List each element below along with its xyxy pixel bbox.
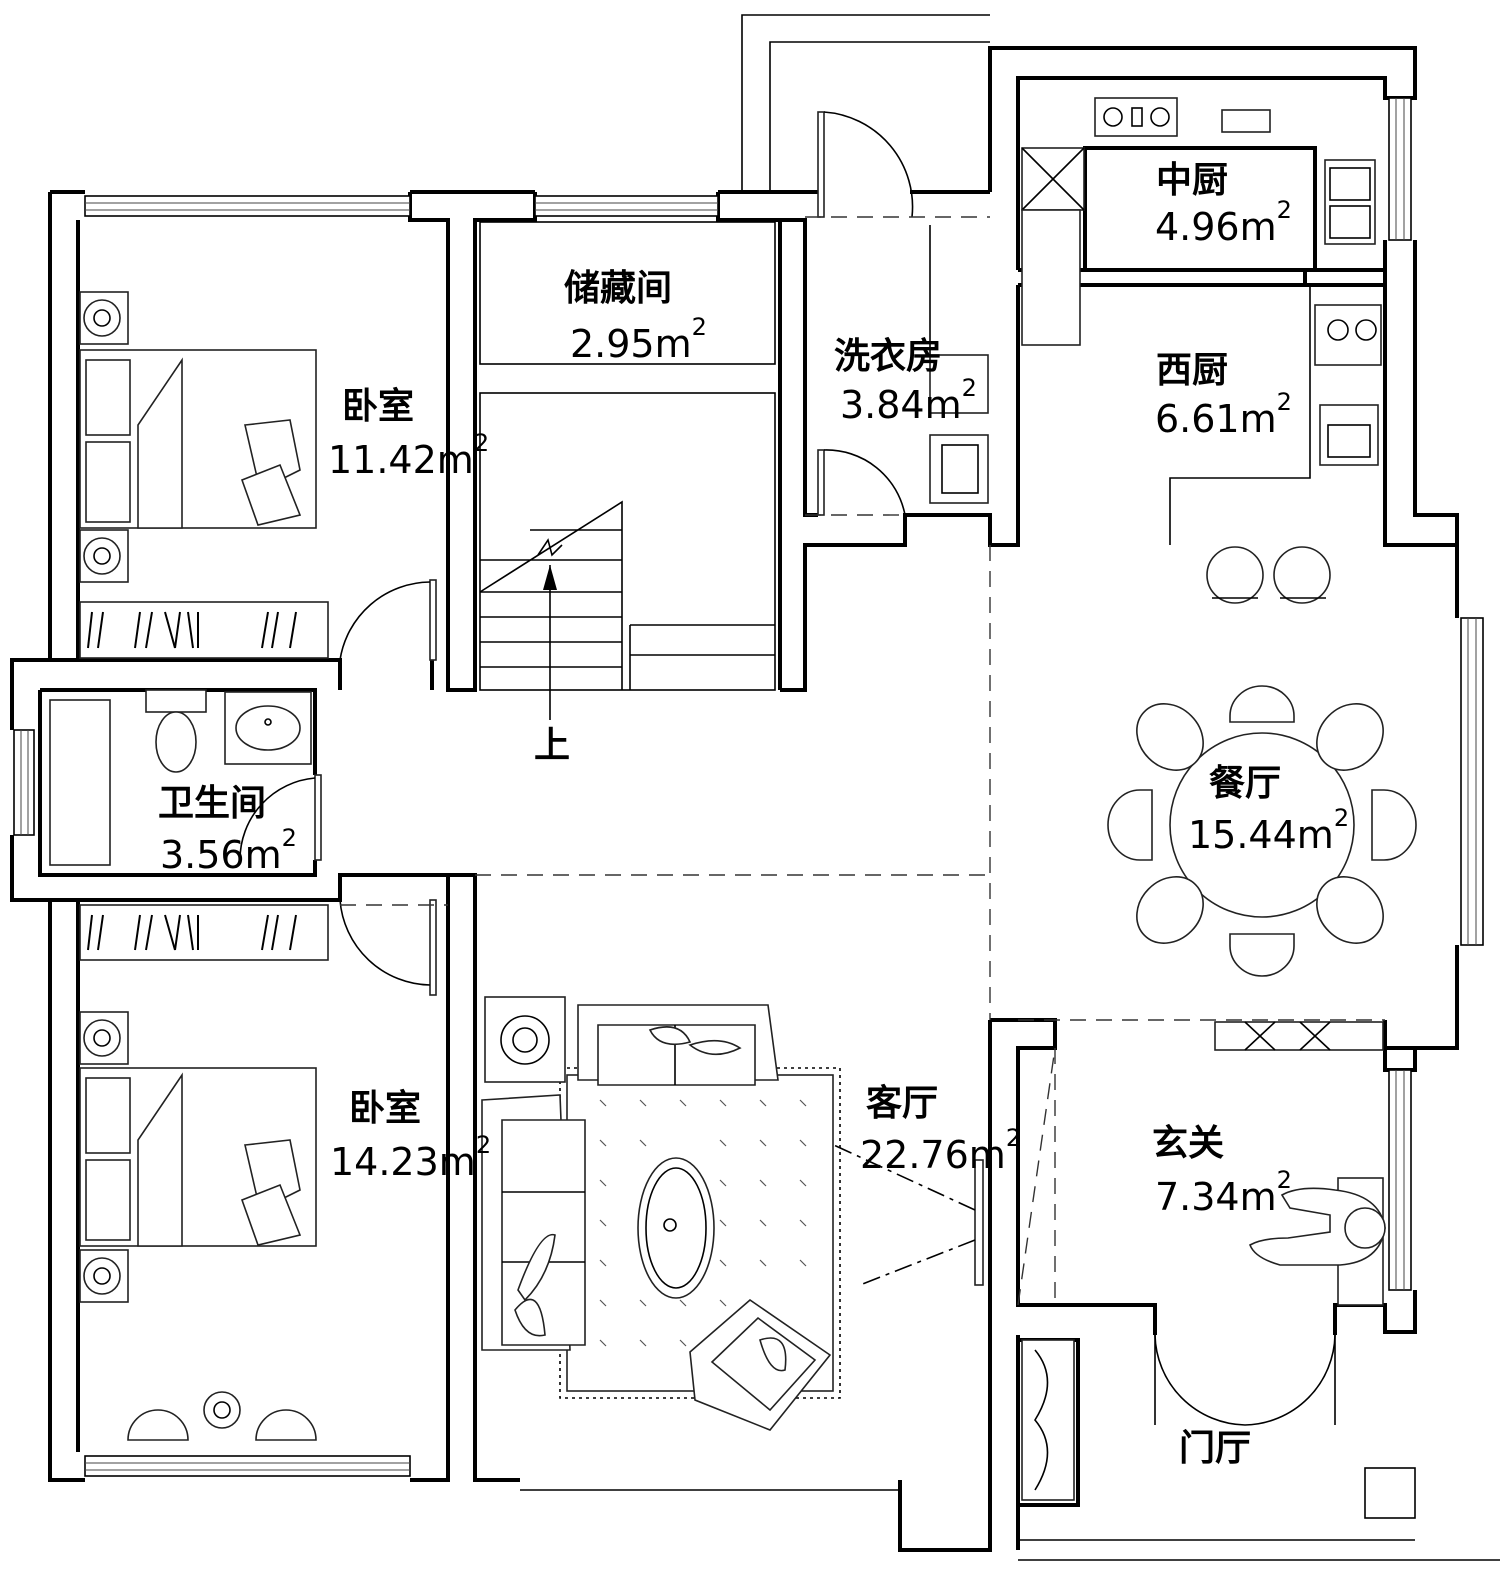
foyer-area-sup: 2 (1277, 1166, 1292, 1194)
storage-area: 2.95m2 (570, 313, 707, 366)
bedroom-2-furniture (79, 904, 329, 1441)
western-kitchen-area-value: 6.61m (1155, 397, 1277, 441)
dining-name: 餐厅 (1209, 763, 1281, 804)
bathroom-name: 卫生间 (158, 783, 266, 824)
dining-area: 15.44m2 (1188, 804, 1349, 857)
chinese-kitchen-area-sup: 2 (1277, 196, 1292, 224)
room-labels: 储藏间 2.95m2 洗衣房 3.84m2 中厨 4.96m2 西厨 6.61m… (158, 160, 1349, 1469)
staircase (479, 221, 776, 720)
bathroom-area: 3.56m2 (160, 824, 297, 877)
balcony-outline (520, 14, 1500, 1561)
storage-name: 储藏间 (564, 268, 672, 309)
zone-lines (340, 216, 1385, 1306)
western-kitchen-name: 西厨 (1156, 350, 1228, 391)
foyer-area: 7.34m2 (1155, 1166, 1292, 1219)
laundry-area-value: 3.84m (840, 383, 962, 427)
laundry-name: 洗衣房 (834, 336, 942, 377)
stairs-up-label: 上 (534, 725, 570, 766)
storage-area-sup: 2 (692, 313, 707, 341)
bedroom-1-furniture (79, 291, 329, 659)
entrance-hall-name: 门厅 (1179, 1428, 1251, 1469)
kitchen-fixtures (1021, 97, 1382, 545)
bathroom-area-value: 3.56m (160, 833, 282, 877)
living-area-value: 22.76m (860, 1133, 1006, 1177)
walls (10, 46, 1459, 1552)
laundry-area-sup: 2 (962, 374, 977, 402)
bedroom-1-area-sup: 2 (474, 429, 489, 457)
bedroom-2-area-sup: 2 (476, 1131, 491, 1159)
windows (13, 97, 1484, 1477)
bathroom-fixtures (49, 689, 312, 866)
bedroom-1-area-value: 11.42m (328, 438, 474, 482)
bedroom-1-area: 11.42m2 (328, 429, 489, 482)
chinese-kitchen-name: 中厨 (1156, 160, 1228, 201)
western-kitchen-area-sup: 2 (1277, 388, 1292, 416)
living-furniture (481, 996, 841, 1431)
bathroom-area-sup: 2 (282, 824, 297, 852)
western-kitchen-area: 6.61m2 (1155, 388, 1292, 441)
living-name: 客厅 (866, 1083, 938, 1124)
bedroom-2-area-value: 14.23m (330, 1140, 476, 1184)
bedroom-2-area: 14.23m2 (330, 1131, 491, 1184)
laundry-area: 3.84m2 (840, 374, 977, 427)
dining-area-sup: 2 (1334, 804, 1349, 832)
bedroom-2-name: 卧室 (349, 1088, 421, 1129)
dining-area-value: 15.44m (1188, 813, 1334, 857)
foyer-name: 玄关 (1152, 1123, 1224, 1164)
living-area-sup: 2 (1006, 1124, 1021, 1152)
dining-furniture (1107, 546, 1417, 977)
foyer-fixtures (1021, 1021, 1386, 1501)
doors (239, 111, 1336, 1426)
living-area: 22.76m2 (860, 1124, 1021, 1177)
bedroom-1-name: 卧室 (342, 386, 414, 427)
chinese-kitchen-area: 4.96m2 (1155, 196, 1292, 249)
chinese-kitchen-area-value: 4.96m (1155, 205, 1277, 249)
foyer-area-value: 7.34m (1155, 1175, 1277, 1219)
storage-area-value: 2.95m (570, 322, 692, 366)
laundry-fixtures (929, 225, 989, 504)
